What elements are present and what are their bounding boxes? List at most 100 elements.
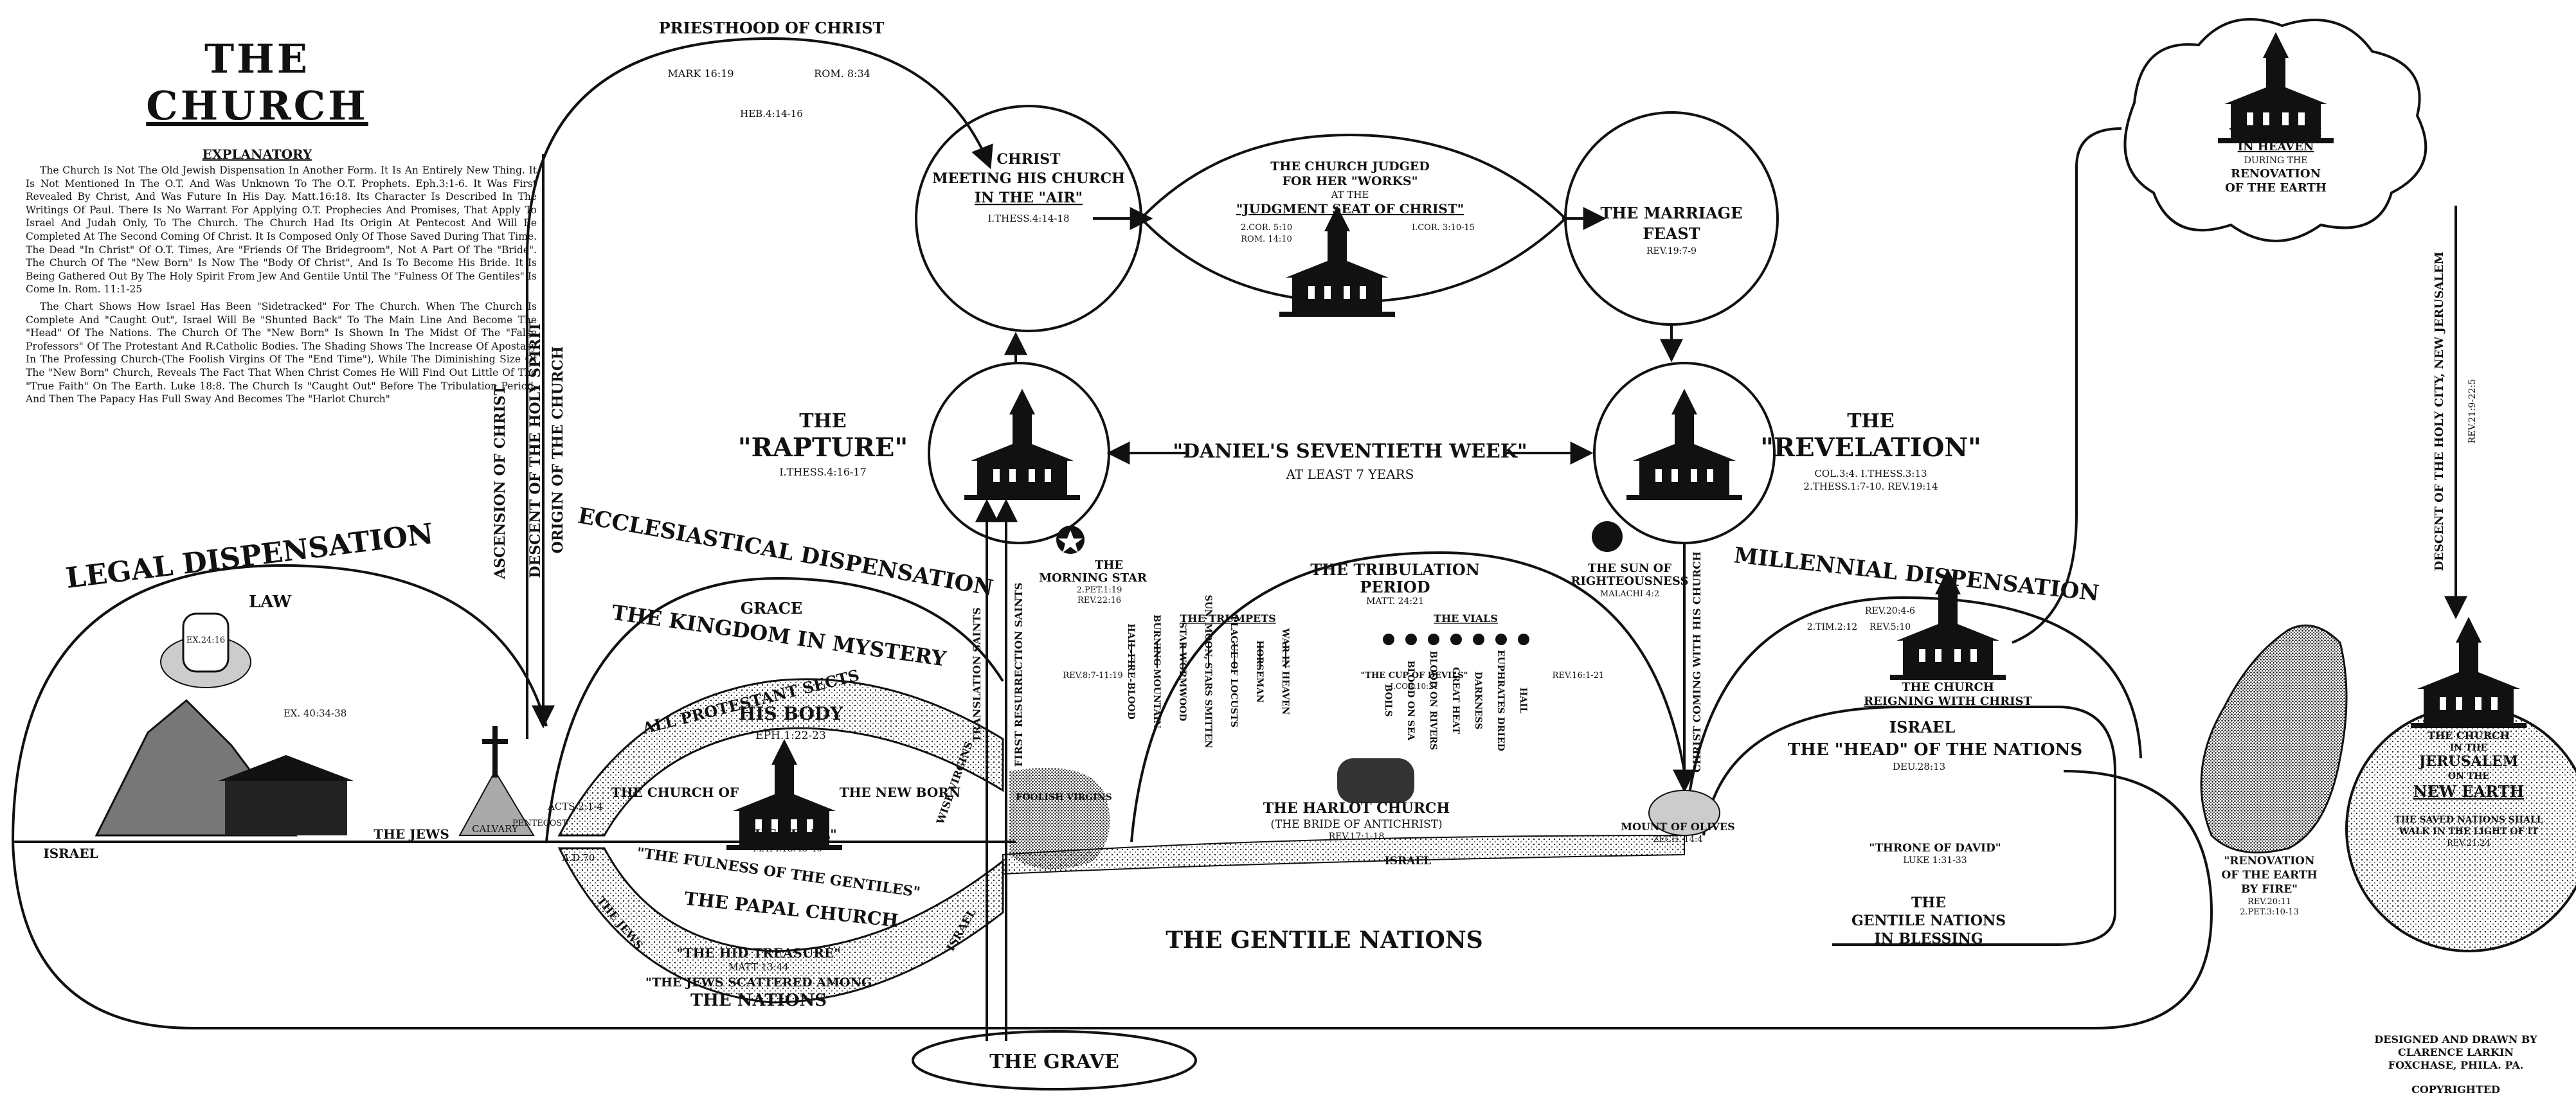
law-label: LAW bbox=[249, 592, 292, 612]
judgment-l4: "JUDGMENT SEAT OF CHRIST" bbox=[1236, 201, 1464, 217]
vial-item: BLOOD ON RIVERS bbox=[1428, 651, 1438, 750]
sun-l2: RIGHTEOUSNESS bbox=[1571, 574, 1688, 588]
meeting-ref: I.THESS.4:14-18 bbox=[987, 213, 1069, 224]
israel-left-label: ISRAEL bbox=[43, 846, 98, 861]
meeting-church-icon bbox=[1279, 206, 1395, 317]
devils-ref: I.COR.10:21 bbox=[1390, 682, 1438, 691]
origin-label: ORIGIN OF THE CHURCH bbox=[550, 346, 566, 554]
trumpet-item: HAIL-FIRE-BLOOD bbox=[1126, 623, 1136, 719]
vial-item: EUPHRATES DRIED bbox=[1495, 650, 1506, 751]
daniel-l2: AT LEAST 7 YEARS bbox=[1286, 467, 1414, 482]
papal-label: THE PAPAL CHURCH bbox=[683, 888, 899, 932]
foolish-cloud bbox=[1009, 768, 1110, 869]
descent-label: DESCENT OF THE HOLY SPIRIT bbox=[527, 321, 544, 578]
vial-icons bbox=[1383, 634, 1529, 645]
hid-label: "THE HID TREASURE" bbox=[676, 945, 840, 961]
olives-mount bbox=[1648, 790, 1720, 836]
heaven-l1: THE CHURCH bbox=[2229, 126, 2322, 139]
diagram-outlines bbox=[12, 37, 2576, 1091]
trumpet-item: BURNING MOUNTAIN bbox=[1151, 614, 1162, 728]
millennial-ref3: REV.5:10 bbox=[1869, 622, 1911, 632]
calvary-hill bbox=[458, 769, 535, 836]
priesthood-ref3: HEB.4:14-16 bbox=[740, 108, 803, 120]
cross-vertical bbox=[492, 726, 498, 778]
morning-star-l1: THE bbox=[1095, 558, 1123, 572]
holy-city-ref: REV.21:9-22:5 bbox=[2467, 379, 2478, 443]
gentile-bless-l1: THE bbox=[1911, 895, 1946, 911]
revelation-l1: THE bbox=[1847, 410, 1895, 432]
foolish-label: FOOLISH VIRGINS bbox=[1016, 792, 1112, 803]
rapture-church-icon bbox=[964, 389, 1080, 500]
gentile-bless-l2: GENTILE NATIONS bbox=[1851, 913, 2006, 929]
heaven-l4: RENOVATION bbox=[2231, 167, 2321, 181]
ecclesiastical-title: ECCLESIASTICAL DISPENSATION bbox=[576, 503, 995, 601]
translation-label: TRANSLATION SAINTS bbox=[971, 607, 983, 742]
revelation-church-label: THE CHURCH bbox=[1646, 489, 1723, 501]
judgment-ref3: ROM. 14:10 bbox=[1241, 235, 1292, 244]
revelation-ref2: 2.THESS.1:7-10. REV.19:14 bbox=[1803, 481, 1938, 492]
legal-dispensation-dome bbox=[12, 564, 548, 842]
new-earth-ref: REV.21:24 bbox=[2447, 839, 2490, 848]
vial-item: GREAT HEAT bbox=[1450, 667, 1461, 735]
credit-l1: DESIGNED AND DRAWN BY bbox=[2374, 1033, 2537, 1046]
harlot-l1: THE HARLOT CHURCH bbox=[1263, 800, 1450, 817]
harlot-l2: (THE BRIDE OF ANTICHRIST) bbox=[1270, 818, 1442, 831]
renovation-ref1: REV.20:11 bbox=[2247, 897, 2291, 907]
renovation-fire bbox=[2200, 624, 2348, 854]
priesthood-ref1: MARK 16:19 bbox=[667, 67, 734, 80]
trumpet-item: WAR IN HEAVEN bbox=[1280, 628, 1290, 715]
head-ref: DEU.28:13 bbox=[1893, 761, 1945, 772]
eph-ref: EPH.1:22-23 bbox=[755, 729, 826, 742]
pearl-label: "THE PEARL" bbox=[738, 826, 836, 842]
rapture-l1: THE bbox=[799, 410, 847, 432]
priesthood-label: PRIESTHOOD OF CHRIST bbox=[659, 19, 885, 37]
new-earth-l7: WALK IN THE LIGHT OF IT bbox=[2399, 826, 2539, 837]
millennial-israel: ISRAEL bbox=[1889, 718, 1955, 736]
judgment-l2: FOR HER "WORKS" bbox=[1283, 174, 1418, 188]
new-earth-l5: NEW EARTH bbox=[2413, 782, 2525, 801]
explanatory-heading: EXPLANATORY bbox=[202, 147, 312, 162]
scattered-label: "THE JEWS SCATTERED AMONG bbox=[645, 975, 872, 990]
tribulation-dome bbox=[1130, 551, 1686, 842]
tribulation-israel: ISRAEL bbox=[1385, 855, 1432, 868]
calvary-label: CALVARY bbox=[472, 823, 519, 835]
the-jews-label: THE JEWS bbox=[374, 826, 449, 842]
renovation-ref2: 2.PET.3:10-13 bbox=[2240, 907, 2299, 917]
reigning-l2: REIGNING WITH CHRIST bbox=[1864, 695, 2032, 708]
millennial-ref2: 2.TIM.2:12 bbox=[1807, 622, 1857, 632]
grave-label: THE GRAVE bbox=[989, 1051, 1119, 1073]
judgment-ref2: I.COR. 3:10-15 bbox=[1412, 223, 1475, 233]
vial-item: BOILS bbox=[1383, 684, 1393, 717]
sun-icon bbox=[1592, 521, 1623, 552]
new-earth-l6: THE SAVED NATIONS SHALL bbox=[2394, 815, 2543, 825]
renovation-l1: "RENOVATION bbox=[2224, 855, 2314, 868]
credit-l3: FOXCHASE, PHILA. PA. bbox=[2388, 1059, 2524, 1071]
meeting-l1: CHRIST bbox=[996, 151, 1061, 168]
ecclesiastical-bands bbox=[557, 678, 1685, 1004]
renovation-l3: BY FIRE" bbox=[2241, 883, 2298, 896]
marriage-ref: REV.19:7-9 bbox=[1646, 246, 1697, 256]
millennial-dome bbox=[1683, 596, 2142, 836]
reigning-l1: THE CHURCH bbox=[1902, 681, 1994, 694]
rapture-church-label: THE CHURCH bbox=[984, 489, 1061, 501]
holy-city-label: DESCENT OF THE HOLY CITY, NEW JERUSALEM bbox=[2433, 251, 2446, 571]
heaven-l5: OF THE EARTH bbox=[2225, 181, 2327, 195]
pearl-ref: MATT.13:45-46 bbox=[753, 844, 822, 854]
olives-l1: MOUNT OF OLIVES bbox=[1621, 821, 1734, 833]
renovation-l2: OF THE EARTH bbox=[2221, 869, 2317, 882]
harlot-ref: REV.17:1-18 bbox=[1329, 832, 1385, 842]
priesthood-ref2: ROM. 8:34 bbox=[814, 67, 870, 80]
hid-ref: MATT 13:44 bbox=[728, 961, 789, 973]
ecclesiastical-dome bbox=[545, 576, 1004, 842]
trumpet-item: PLAGUE OF LOCUSTS bbox=[1229, 616, 1239, 727]
trumpets-label: THE TRUMPETS bbox=[1180, 612, 1275, 625]
marriage-l2: FEAST bbox=[1643, 224, 1700, 243]
tribulation-l2: PERIOD bbox=[1360, 578, 1430, 596]
meeting-l2: MEETING HIS CHURCH bbox=[932, 170, 1125, 187]
israel-oval bbox=[1702, 706, 2116, 946]
sun-l1: THE SUN OF bbox=[1588, 562, 1671, 575]
tabernacle-roof bbox=[219, 755, 354, 781]
rev-left-ref: REV.8:7-11:19 bbox=[1063, 671, 1122, 681]
revelation-ref1: COL.3:4. I.THESS.3:13 bbox=[1814, 468, 1927, 479]
